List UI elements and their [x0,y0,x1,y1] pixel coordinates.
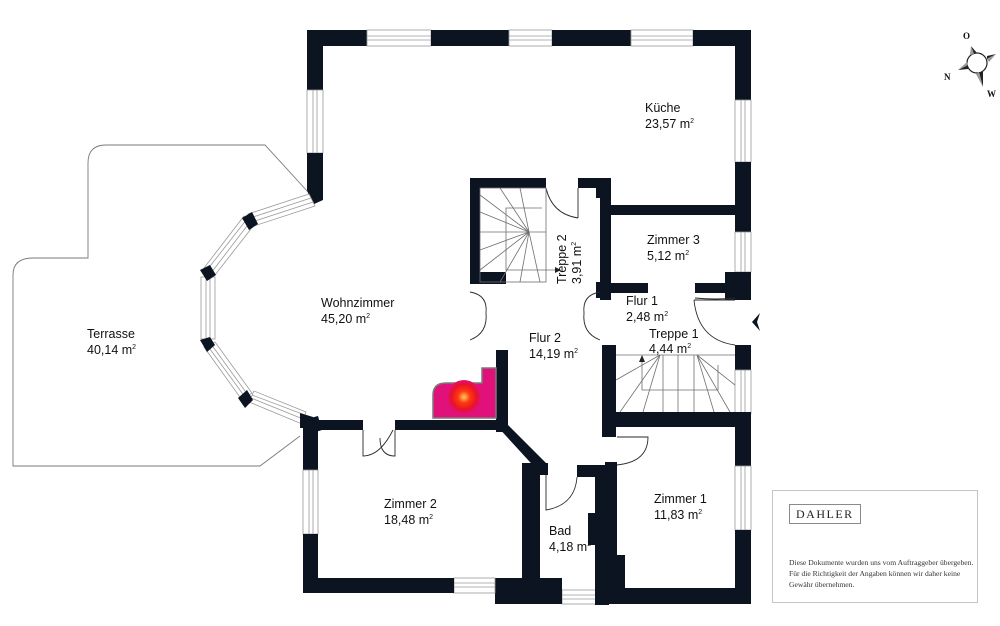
room-labels: Küche 23,57 m2 Wohnzimmer 45,20 m2 Terra… [87,101,707,554]
doors [362,187,736,511]
room-area-treppe2: 3,91 m2 [570,242,584,284]
room-area-flur2: 14,19 m2 [529,347,578,361]
brand-disclaimer-box: DAHLER Diese Dokumente wurden uns vom Au… [772,490,978,603]
compass-north-label: N [944,72,951,82]
room-name-treppe2: Treppe 2 [555,234,569,284]
room-area-bad: 4,18 m2 [549,540,591,554]
room-name-flur2: Flur 2 [529,331,561,345]
compass-west-label: W [987,89,996,99]
room-area-zimmer2: 18,48 m2 [384,513,433,527]
room-name-bad: Bad [549,524,571,538]
room-area-zimmer3: 5,12 m2 [647,249,689,263]
room-name-flur1: Flur 1 [626,294,658,308]
terrace-outline [12,144,309,467]
brand-logo: DAHLER [789,504,861,524]
room-name-kueche: Küche [645,101,680,115]
room-name-zimmer3: Zimmer 3 [647,233,700,247]
room-area-zimmer1: 11,83 m2 [654,508,702,522]
bay-window [200,193,316,428]
fireplace-flame [447,380,481,414]
stairs-2 [479,187,561,283]
room-area-wohnzimmer: 45,20 m2 [321,312,370,326]
disclaimer-text: Diese Dokumente wurden uns vom Auftragge… [789,558,974,589]
room-area-treppe1: 4,44 m2 [649,342,691,356]
room-name-wohnzimmer: Wohnzimmer [321,296,394,310]
room-name-treppe1: Treppe 1 [649,327,699,341]
room-name-terrasse: Terrasse [87,327,135,341]
interior-walls [318,178,751,605]
entrance-arrow-icon [752,313,760,331]
room-area-terrasse: 40,14 m2 [87,343,136,357]
stairs-1 [615,354,736,413]
compass-rose-icon: O N W [944,31,996,99]
room-area-kueche: 23,57 m2 [645,117,694,131]
room-name-zimmer2: Zimmer 2 [384,497,437,511]
compass-east-label: O [963,31,970,41]
room-area-flur1: 2,48 m2 [626,310,668,324]
room-name-zimmer1: Zimmer 1 [654,492,707,506]
